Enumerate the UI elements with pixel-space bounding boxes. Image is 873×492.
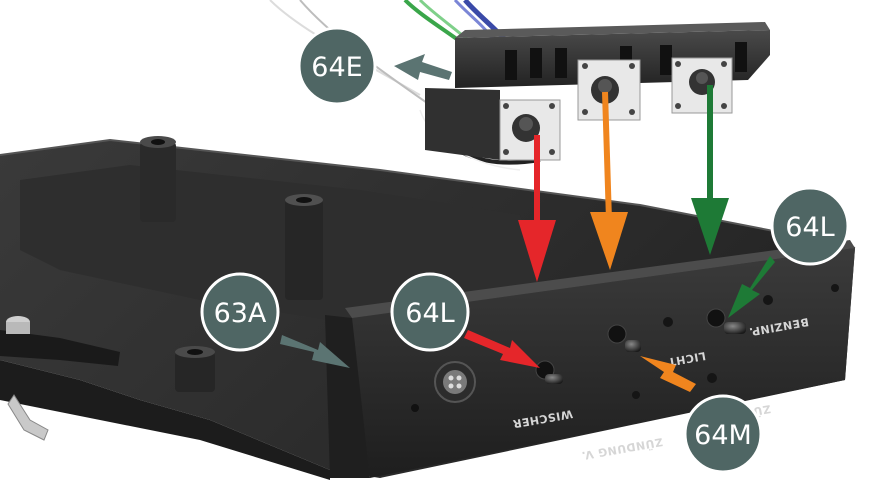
callout-64l-right-label: 64L (785, 212, 834, 243)
orange-arrow-shaft (602, 91, 612, 221)
callout-64l-right: 64L (770, 186, 850, 266)
switch-benzinp (706, 308, 746, 334)
red-arrow-64l (464, 330, 540, 368)
callout-64l-left: 64L (390, 272, 470, 352)
label-zuendung: ZÜNDUNG V. (580, 435, 664, 463)
callout-64m-label: 64M (694, 420, 752, 451)
orange-arrow-64m (640, 356, 696, 392)
lever-arm (0, 316, 120, 441)
teal-arrow-64e (394, 54, 452, 80)
callout-63a-label: 63A (214, 298, 267, 329)
switch-licht (607, 324, 641, 352)
teal-arrow-63a (280, 335, 350, 368)
callout-64l-left-label: 64L (405, 298, 454, 329)
tray-pillars (140, 136, 323, 392)
switch-wischer (535, 360, 563, 384)
red-arrow-head (518, 220, 556, 282)
callout-64m: 64M (683, 394, 763, 474)
orange-arrow-head (590, 212, 628, 270)
green-arrow-head (691, 198, 729, 255)
green-arrow-64l (728, 256, 775, 318)
callout-63a: 63A (200, 272, 280, 352)
callout-64e: 64E (297, 26, 377, 106)
callout-64e-label: 64E (311, 52, 362, 83)
arrows (280, 54, 775, 392)
